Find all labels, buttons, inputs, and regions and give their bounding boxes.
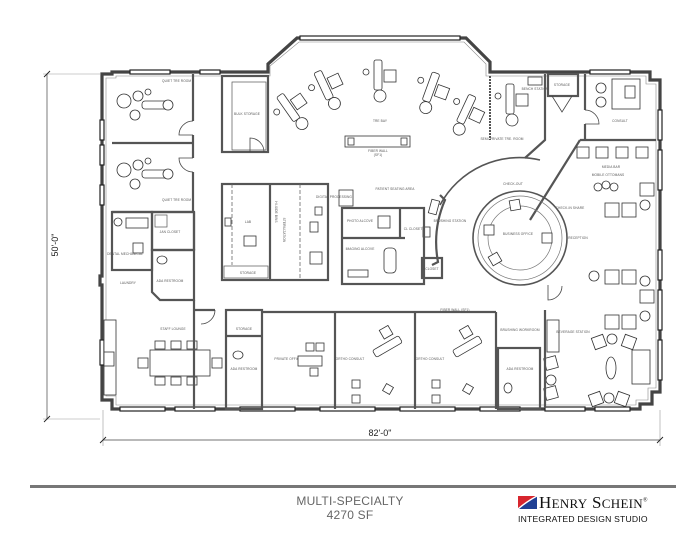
service-rooms: JAN CLOSET DENTAL MECHANICAL ADA RESTROO…: [107, 210, 196, 302]
tre-bay: TRE BAY FIBER WALL (SF1): [273, 59, 491, 157]
reception-area: MEDIA BAR MOBILE OTTOMANS RECEPTION BEVE…: [529, 139, 655, 408]
imaging-area: PHOTO ALCOVE CL CLOSET IMAGING ALCOVE DI…: [316, 187, 426, 286]
label-private-office: PRIVATE OFFICE: [274, 357, 301, 361]
brushing-station: BRUSHING STATION CLOSET: [420, 194, 467, 280]
ortho-chair-icon: [308, 70, 344, 110]
label-ada-restroom-1: ADA RESTROOM: [157, 279, 184, 283]
dimension-width: 82'-0": [99, 410, 664, 446]
label-check-out: CHECK-OUT: [503, 182, 523, 186]
business-office: BUSINESS OFFICE CHECK-OUT CHECK-IN SHARE: [439, 156, 585, 301]
henry-schein-flag-icon: [518, 496, 537, 509]
exterior-wall: [98, 36, 662, 411]
ortho-chair-icon: [273, 92, 309, 130]
label-staff-lounge: STAFF LOUNGE: [160, 327, 185, 331]
plan-title: MULTI-SPECIALTY: [296, 494, 404, 508]
label-storage-lower: STORAGE: [236, 327, 252, 331]
brand-subtitle: INTEGRATED DESIGN STUDIO: [518, 514, 648, 524]
ortho-chair-icon: [362, 59, 397, 103]
label-mobile-ottomans: MOBILE OTTOMANS: [592, 173, 624, 177]
media-bar-stools: [576, 146, 649, 159]
label-digital-processing: DIGITAL PROCESSING: [316, 195, 352, 199]
brand-initial: S: [592, 493, 602, 512]
label-business-office: BUSINESS OFFICE: [503, 232, 533, 236]
staff-lounge: STAFF LOUNGE: [103, 319, 223, 396]
room-label-tre-bay: TRE BAY: [373, 119, 388, 123]
label-lab: LAB: [245, 220, 251, 224]
label-ada-restroom-2: ADA RESTROOM: [231, 367, 258, 371]
label-laundry: LAUNDRY: [120, 281, 137, 285]
brand-initial: H: [539, 493, 552, 512]
dental-chair-icon: [116, 157, 174, 190]
footer-divider: [30, 485, 420, 488]
label-closet: CLOSET: [425, 267, 438, 271]
label-fiber-wall: FIBER WALL: [368, 149, 388, 153]
plan-area: 4270 SF: [326, 508, 374, 522]
brand-word: CHEIN: [601, 496, 643, 511]
semi-private-tx-room: SEMI-PRIVATE TRE. ROOM BENCH STATION STO…: [480, 72, 656, 159]
room-label-bulk-storage: BULK STORAGE: [234, 112, 260, 116]
label-photo-alcove: PHOTO ALCOVE: [347, 219, 373, 223]
bulk-storage: BULK STORAGE: [220, 74, 270, 154]
room-label-quiet-tx-1: QUIET TRE ROOM 1: [162, 198, 194, 202]
label-fiber-wall-lower: FIBER WALL (SF1): [440, 308, 469, 312]
room-label-storage-top: STORAGE: [554, 83, 570, 87]
label-cl-closet: CL CLOSET: [404, 227, 423, 231]
label-ortho-consult-2: ORTHO CONSULT: [416, 357, 445, 361]
footer-divider: [420, 485, 676, 488]
height-dimension-label: 50'-0": [50, 234, 60, 257]
label-reception: RECEPTION: [568, 236, 588, 240]
label-bench-station: BENCH STATION: [522, 87, 549, 91]
title-block: MULTI-SPECIALTY 4270 SF: [270, 494, 430, 522]
ortho-chair-icon: [417, 71, 451, 114]
label-brushing-station: BRUSHING STATION: [434, 219, 467, 223]
label-patient-seating: PATIENT SEATING AREA: [376, 187, 416, 191]
label-check-in: CHECK-IN SHARE: [556, 206, 585, 210]
label-brushing-workroom: BRUSHING WORKROOM: [500, 328, 539, 332]
ortho-chair-icon: [452, 94, 486, 136]
label-fiber-wall-sub: (SF1): [374, 153, 382, 157]
brand-word: ENRY: [551, 496, 588, 511]
label-ortho-consult-1: ORTHO CONSULT: [336, 357, 365, 361]
label-media-bar: MEDIA BAR: [602, 165, 621, 169]
label-dental-mechanical: DENTAL MECHANICAL: [107, 252, 143, 256]
brand-name: HENRY SCHEIN®: [539, 493, 648, 513]
label-imaging-alcove: IMAGING ALCOVE: [346, 247, 375, 251]
lab-sterilization: STORAGE LAB STERILIZATION HI-SIDE BINS: [220, 182, 330, 282]
label-storage-lab: STORAGE: [240, 271, 256, 275]
room-label-semi-private: SEMI-PRIVATE TRE. ROOM: [480, 137, 523, 141]
registered-mark: ®: [643, 497, 648, 504]
dimension-height: 50'-0": [43, 70, 100, 423]
brand-logo: HENRY SCHEIN® INTEGRATED DESIGN STUDIO: [518, 493, 678, 530]
room-label-consult: CONSULT: [612, 119, 628, 123]
label-jan-closet: JAN CLOSET: [160, 230, 181, 234]
label-ada-restroom-3: ADA RESTROOM: [507, 367, 534, 371]
label-beverage-station: BEVERAGE STATION: [556, 330, 590, 334]
floor-plan: 50'-0" 82'-0": [43, 35, 664, 446]
label-sterilization: STERILIZATION: [282, 218, 286, 243]
quiet-tx-rooms: QUIET TRE ROOM 2 QUIET TRE ROOM 1: [112, 74, 195, 214]
width-dimension-label: 82'-0": [369, 428, 392, 438]
room-label-quiet-tx-2: QUIET TRE ROOM 2: [162, 79, 194, 83]
dental-chair-icon: [116, 88, 174, 121]
label-hi-side-bins: HI-SIDE BINS: [274, 201, 278, 222]
lower-rooms: STORAGE ADA RESTROOM PRIVATE OFFICE ORTH…: [194, 308, 542, 411]
